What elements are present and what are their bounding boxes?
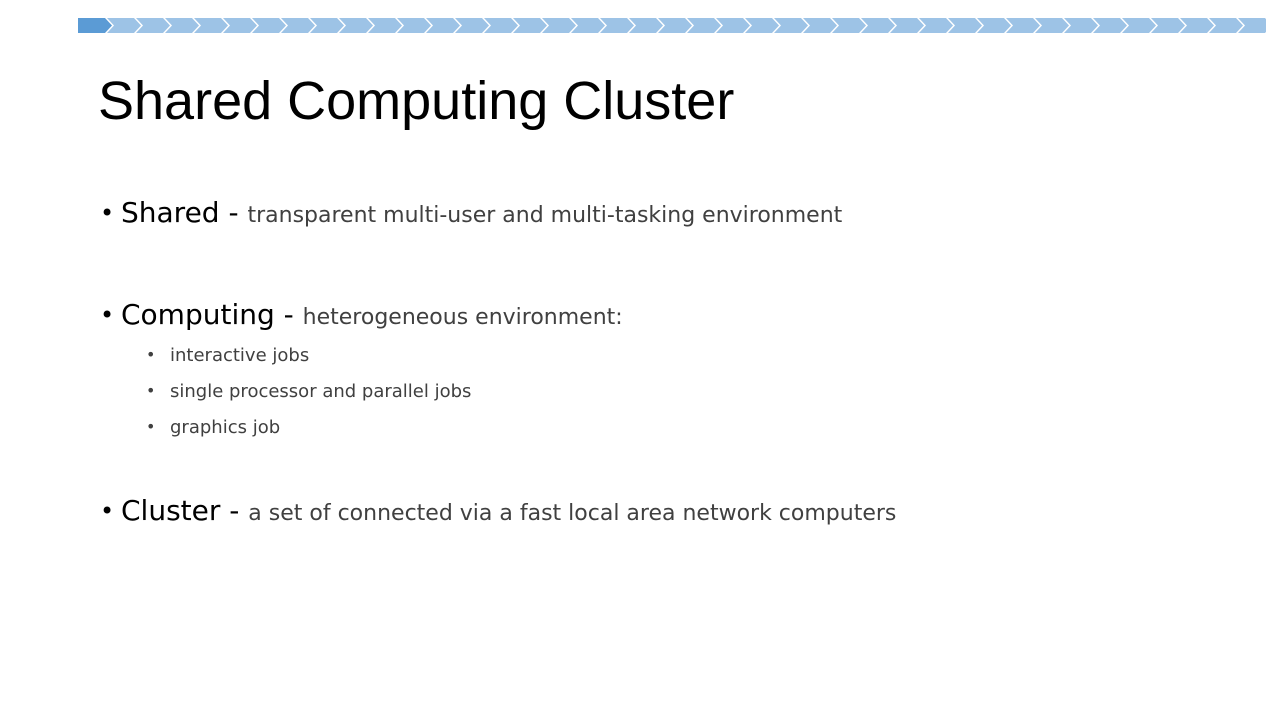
chevron-segment (832, 18, 866, 33)
chevron-segment (658, 18, 692, 33)
bullet-separator: - (274, 298, 303, 331)
chevron-segment (629, 18, 663, 33)
bullet-description: a set of connected via a fast local area… (248, 501, 897, 526)
chevron-segment (948, 18, 982, 33)
chevron-segment (687, 18, 721, 33)
bullet-cluster: •Cluster - a set of connected via a fast… (100, 494, 896, 527)
chevron-segment (426, 18, 460, 33)
chevron-segment (310, 18, 344, 33)
chevron-segment (107, 18, 141, 33)
sub-bullet-interactive: • interactive jobs (146, 345, 309, 366)
chevron-segment (1180, 18, 1214, 33)
bullet-dot-icon: • (100, 301, 115, 329)
chevron-segment (1238, 18, 1266, 33)
chevron-segment (368, 18, 402, 33)
sub-bullet-dot-icon: • (146, 381, 156, 400)
bullet-dot-icon: • (100, 497, 115, 525)
bullet-term: Shared (121, 196, 220, 229)
bullet-term: Cluster (121, 494, 221, 527)
chevron-segment (542, 18, 576, 33)
chevron-segment (890, 18, 924, 33)
chevron-segment (1209, 18, 1243, 33)
bullet-term: Computing (121, 298, 275, 331)
sub-bullet-text: graphics job (170, 417, 281, 438)
sub-bullet-graphics: • graphics job (146, 417, 280, 438)
chevron-segment (716, 18, 750, 33)
chevron-segment (1093, 18, 1127, 33)
chevron-segment (774, 18, 808, 33)
sub-bullet-parallel: • single processor and parallel jobs (146, 381, 471, 402)
chevron-segment (281, 18, 315, 33)
bullet-separator: - (220, 494, 249, 527)
chevron-segment (455, 18, 489, 33)
slide-title: Shared Computing Cluster (98, 71, 735, 131)
chevron-segment (1064, 18, 1098, 33)
chevron-segment (803, 18, 837, 33)
sub-bullet-dot-icon: • (146, 345, 156, 364)
chevron-segment (745, 18, 779, 33)
chevron-segment (484, 18, 518, 33)
chevron-segment (252, 18, 286, 33)
chevron-segment (1122, 18, 1156, 33)
chevron-segment (977, 18, 1011, 33)
chevron-segment (919, 18, 953, 33)
sub-bullet-text: interactive jobs (170, 345, 310, 366)
chevron-segment (861, 18, 895, 33)
chevron-segment (571, 18, 605, 33)
bullet-description: transparent multi-user and multi-tasking… (247, 203, 843, 228)
chevron-segment (223, 18, 257, 33)
bullet-computing: •Computing - heterogeneous environment: (100, 298, 623, 331)
chevron-segment (513, 18, 547, 33)
chevron-segment (1035, 18, 1069, 33)
bullet-dot-icon: • (100, 199, 115, 227)
bullet-separator: - (219, 196, 248, 229)
chevron-segment (339, 18, 373, 33)
chevron-segment (165, 18, 199, 33)
bullet-shared: •Shared - transparent multi-user and mul… (100, 196, 842, 229)
sub-bullet-text: single processor and parallel jobs (170, 381, 472, 402)
chevron-segment (194, 18, 228, 33)
chevron-segment (600, 18, 634, 33)
bullet-list: •Shared - transparent multi-user and mul… (100, 0, 1240, 720)
chevron-segment (78, 18, 112, 33)
chevron-segment (1151, 18, 1185, 33)
chevron-segment (397, 18, 431, 33)
sub-bullet-dot-icon: • (146, 417, 156, 436)
chevron-segment (136, 18, 170, 33)
bullet-description: heterogeneous environment: (302, 305, 623, 330)
chevron-band-decoration (78, 18, 1266, 33)
chevron-segment (1006, 18, 1040, 33)
